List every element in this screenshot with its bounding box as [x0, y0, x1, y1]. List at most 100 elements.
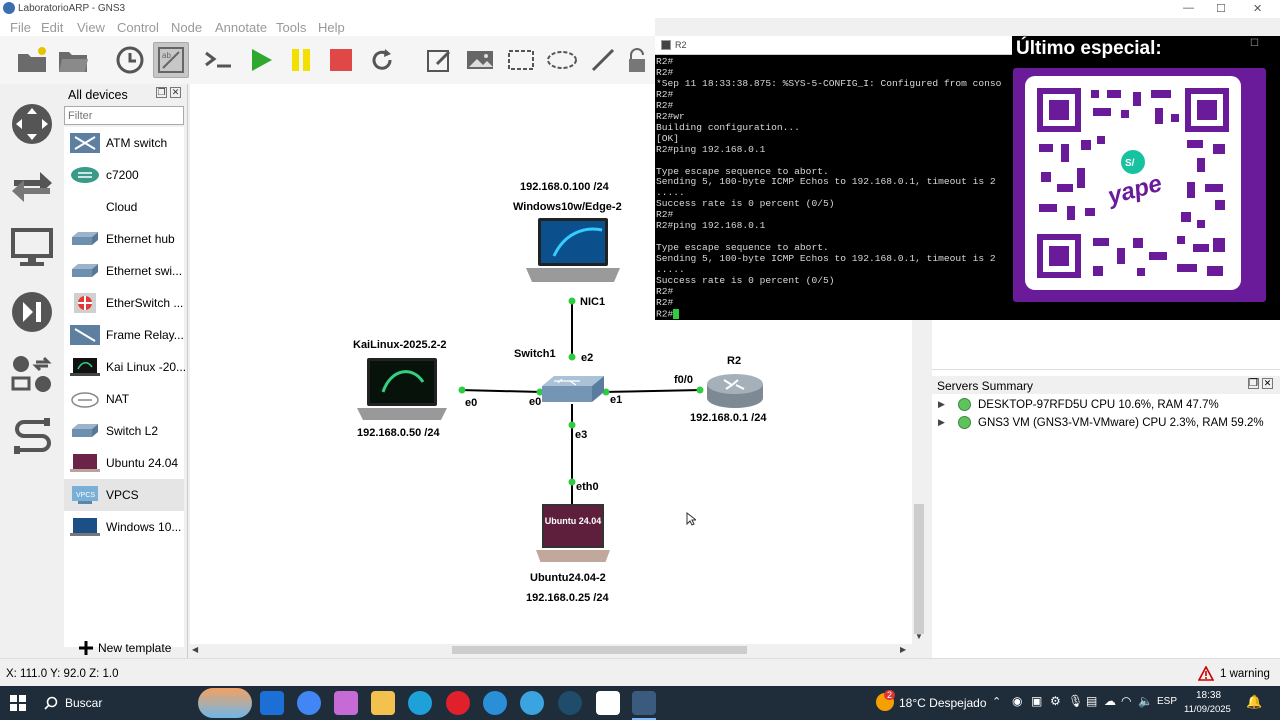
panel-close-icon[interactable]: ✕ — [170, 87, 181, 98]
menu-node[interactable]: Node — [171, 20, 203, 35]
yape-qr-card[interactable]: S/ yape — [1025, 76, 1241, 290]
wifi-icon[interactable]: ◠ — [1121, 694, 1132, 708]
weather-text[interactable]: 18°C Despejado — [899, 696, 987, 710]
device-item-frame-relay[interactable]: Frame Relay... — [64, 319, 184, 351]
device-item-kali-linux[interactable]: Kai Linux -20... — [64, 351, 186, 383]
browse-security-devices-button[interactable] — [8, 288, 56, 336]
new-project-button[interactable] — [14, 42, 50, 78]
scroll-right-icon[interactable]: ▶ — [900, 645, 907, 654]
scroll-down-icon[interactable]: ▼ — [915, 632, 923, 641]
device-item-ethernet-hub[interactable]: Ethernet hub — [64, 223, 184, 255]
server-item-local[interactable]: DESKTOP-97RFD5U CPU 10.6%, RAM 47.7% — [978, 399, 1219, 411]
tray-app-icon[interactable]: ◉ — [1012, 694, 1023, 708]
minimize-icon[interactable]: — — [1183, 2, 1194, 14]
suspend-all-button[interactable] — [283, 42, 319, 78]
device-item-nat[interactable]: NAT — [64, 383, 184, 415]
search-icon[interactable] — [44, 696, 58, 710]
browse-switches-button[interactable] — [8, 162, 56, 210]
kali-name-label[interactable]: KaiLinux-2025.2-2 — [353, 339, 447, 351]
taskbar-chrome-icon[interactable] — [297, 691, 321, 715]
device-item-windows[interactable]: Windows 10... — [64, 511, 184, 543]
close-icon[interactable]: ✕ — [1253, 3, 1263, 15]
switch-name-label[interactable]: Switch1 — [514, 348, 556, 360]
start-all-button[interactable] — [242, 42, 278, 78]
servers-close-icon[interactable]: ✕ — [1262, 378, 1273, 389]
vertical-scroll-thumb[interactable] — [914, 504, 924, 634]
taskbar-search-box[interactable]: Buscar — [65, 696, 103, 710]
insert-picture-button[interactable] — [462, 42, 498, 78]
browse-all-devices-button[interactable] — [8, 350, 56, 398]
switch1-node[interactable] — [540, 374, 606, 406]
taskbar-terminal-icon[interactable] — [632, 691, 656, 715]
windows-start-icon[interactable] — [10, 695, 26, 711]
ubuntu-name-label[interactable]: Ubuntu24.04-2 — [530, 572, 606, 584]
taskbar-copilot-icon[interactable] — [334, 691, 358, 715]
servers-undock-icon[interactable]: ❐ — [1248, 378, 1259, 389]
router-name-label[interactable]: R2 — [727, 355, 742, 367]
undock-icon[interactable]: ❐ — [156, 87, 167, 98]
device-item-ethernet-switch[interactable]: Ethernet swi... — [64, 255, 184, 287]
device-item-cloud[interactable]: Cloud — [106, 200, 138, 214]
device-item-c7200[interactable]: c7200 — [64, 159, 184, 191]
router-r2-node[interactable] — [704, 370, 766, 410]
show-hidden-icons[interactable]: ⌃ — [992, 696, 1002, 708]
console-output[interactable]: R2#R2#*Sep 11 18:33:38.875: %SYS-5-CONFI… — [656, 57, 1016, 319]
add-link-button[interactable] — [8, 414, 56, 462]
taskbar-app2-icon[interactable] — [483, 691, 507, 715]
device-item-vpcs[interactable]: VPCS VPCS — [64, 479, 184, 511]
tray-settings-icon[interactable]: ⚙ — [1050, 694, 1061, 708]
reload-all-button[interactable] — [364, 42, 400, 78]
volume-icon[interactable]: 🔈 — [1138, 694, 1153, 708]
language-indicator[interactable]: ESP — [1157, 696, 1178, 707]
menu-control[interactable]: Control — [117, 20, 159, 35]
canvas-horizontal-scrollbar[interactable]: ◀ ▶ — [190, 644, 912, 656]
promo-maximize-icon[interactable]: ☐ — [1250, 38, 1259, 49]
snapshot-button[interactable] — [112, 42, 148, 78]
draw-ellipse-button[interactable] — [544, 42, 580, 78]
stop-all-button[interactable] — [323, 42, 359, 78]
tray-cloud-icon[interactable]: ☁ — [1104, 694, 1116, 708]
browse-routers-button[interactable] — [8, 100, 56, 148]
draw-rectangle-button[interactable] — [503, 42, 539, 78]
lock-button[interactable] — [626, 42, 646, 78]
menu-tools[interactable]: Tools — [276, 20, 307, 35]
windows-name-label[interactable]: Windows10w/Edge-2 — [513, 201, 622, 213]
add-note-button[interactable] — [421, 42, 457, 78]
show-interface-labels-button[interactable]: ab — [153, 42, 189, 78]
taskbar-gns3-icon[interactable] — [558, 691, 582, 715]
device-item-etherswitch[interactable]: EtherSwitch ... — [64, 287, 184, 319]
taskbar-app-icon[interactable] — [260, 691, 284, 715]
console-all-button[interactable] — [200, 42, 236, 78]
taskbar-app3-icon[interactable] — [520, 691, 544, 715]
menu-view[interactable]: View — [77, 20, 105, 35]
taskbar-vmware-icon[interactable] — [596, 691, 620, 715]
horizontal-scroll-thumb[interactable] — [452, 646, 747, 654]
scroll-left-icon[interactable]: ◀ — [192, 645, 199, 654]
windows-laptop-node[interactable] — [524, 216, 622, 286]
tray-mic-icon[interactable]: 🎙 — [1068, 694, 1084, 708]
expand-server-1-icon[interactable]: ▶ — [938, 399, 945, 409]
taskbar-folder-icon[interactable] — [371, 691, 395, 715]
tray-vm-icon[interactable]: ▤ — [1086, 694, 1098, 708]
warning-count[interactable]: 1 warning — [1220, 668, 1270, 680]
new-template-button[interactable]: New template — [78, 640, 171, 656]
kali-laptop-node[interactable] — [355, 356, 449, 422]
taskbar-date[interactable]: 11/09/2025 — [1184, 704, 1231, 715]
server-item-gns3-vm[interactable]: GNS3 VM (GNS3-VM-VMware) CPU 2.3%, RAM 5… — [978, 417, 1264, 429]
browse-end-devices-button[interactable] — [8, 224, 56, 272]
tray-camera-icon[interactable]: ▣ — [1031, 694, 1043, 708]
device-item-ubuntu[interactable]: Ubuntu 24.04 — [64, 447, 184, 479]
expand-server-2-icon[interactable]: ▶ — [938, 417, 945, 427]
menu-annotate[interactable]: Annotate — [215, 20, 268, 35]
taskbar-edge-icon[interactable] — [408, 691, 432, 715]
menu-file[interactable]: File — [10, 20, 31, 35]
device-item-atm-switch[interactable]: ATM switch — [64, 127, 184, 159]
maximize-icon[interactable]: ☐ — [1216, 3, 1226, 15]
device-filter-input[interactable] — [64, 106, 184, 125]
notifications-icon[interactable]: 🔔 — [1246, 694, 1263, 709]
open-project-button[interactable] — [55, 42, 91, 78]
draw-line-button[interactable] — [585, 42, 621, 78]
menu-edit[interactable]: Edit — [41, 20, 64, 35]
menu-help[interactable]: Help — [318, 20, 345, 35]
device-item-switch-l2[interactable]: Switch L2 — [64, 415, 184, 447]
